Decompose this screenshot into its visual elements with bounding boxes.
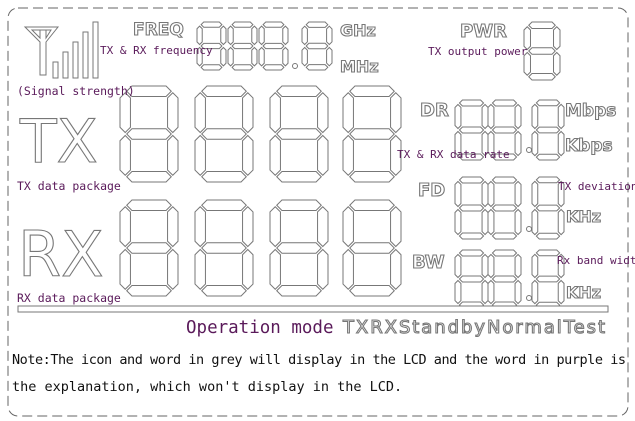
signal-bars-icon bbox=[52, 21, 99, 79]
dr-digit-3 bbox=[531, 99, 565, 161]
bw-digit-1 bbox=[454, 249, 489, 309]
lcd-border bbox=[7, 7, 629, 417]
tx-digit-3 bbox=[269, 85, 329, 183]
operation-modes-label: TXRXStandbyNormalTest bbox=[342, 317, 605, 338]
signal-explanation: (Signal strength) bbox=[17, 84, 135, 98]
bw-decimal-point bbox=[526, 295, 532, 301]
fd-label: FD bbox=[418, 180, 445, 201]
tx-digit-4 bbox=[342, 85, 402, 183]
pwr-digit bbox=[523, 21, 561, 81]
power-explanation: TX output power bbox=[428, 45, 528, 58]
divider-bar bbox=[17, 305, 609, 313]
signal-bar-1 bbox=[52, 61, 59, 79]
mbps-label: Mbps bbox=[565, 101, 616, 121]
bw-label: BW bbox=[412, 252, 445, 273]
ghz-label: GHz bbox=[340, 21, 376, 40]
dr-label: DR bbox=[420, 100, 449, 121]
rx-package-explanation: RX data package bbox=[17, 291, 121, 305]
signal-bar-4 bbox=[82, 31, 89, 79]
rx-digit-1 bbox=[119, 199, 179, 297]
fd-decimal-point bbox=[526, 226, 532, 232]
freq-digit-1 bbox=[196, 21, 227, 71]
dr-digit-1 bbox=[454, 99, 489, 161]
note-line-1: Note:The icon and word in grey will disp… bbox=[12, 352, 626, 368]
rx-digit-3 bbox=[269, 199, 329, 297]
fd-unit-label: KHz bbox=[566, 207, 601, 226]
bw-unit-label: KHz bbox=[566, 283, 601, 302]
bw-digit-3 bbox=[531, 249, 565, 309]
freq-digit-2 bbox=[227, 21, 258, 71]
freq-label: FREQ bbox=[133, 20, 184, 40]
fd-digit-2 bbox=[487, 176, 522, 240]
deviation-explanation: TX deviation bbox=[558, 180, 635, 193]
tx-label: TX bbox=[19, 107, 98, 177]
operation-mode-explanation: Operation mode bbox=[186, 318, 334, 338]
signal-bar-3 bbox=[72, 41, 79, 79]
signal-bar-2 bbox=[62, 51, 69, 79]
rx-label: RX bbox=[18, 218, 104, 291]
freq-decimal-point bbox=[292, 63, 298, 69]
dr-digit-2 bbox=[487, 99, 522, 161]
band-width-explanation: Rx band width bbox=[557, 254, 635, 267]
data-rate-explanation: TX & RX data rate bbox=[397, 148, 510, 161]
tx-package-explanation: TX data package bbox=[17, 179, 121, 193]
fd-digit-1 bbox=[454, 176, 489, 240]
note-line-2: the explanation, which won't display in … bbox=[12, 379, 402, 395]
tx-digit-1 bbox=[119, 85, 179, 183]
tx-digit-2 bbox=[194, 85, 254, 183]
mhz-label: MHz bbox=[340, 57, 379, 76]
antenna-icon bbox=[23, 26, 60, 76]
rx-digit-2 bbox=[194, 199, 254, 297]
frequency-explanation: TX & RX frequency bbox=[100, 44, 213, 57]
bw-digit-2 bbox=[487, 249, 522, 309]
signal-bar-5 bbox=[92, 21, 99, 79]
freq-digit-3 bbox=[258, 21, 289, 71]
kbps-label: Kbps bbox=[565, 136, 613, 156]
rx-digit-4 bbox=[342, 199, 402, 297]
freq-digit-4 bbox=[301, 21, 333, 71]
seven-segment-digits bbox=[119, 21, 565, 309]
pwr-label: PWR bbox=[460, 21, 507, 42]
fd-digit-3 bbox=[531, 176, 565, 240]
dr-decimal-point bbox=[526, 147, 532, 153]
